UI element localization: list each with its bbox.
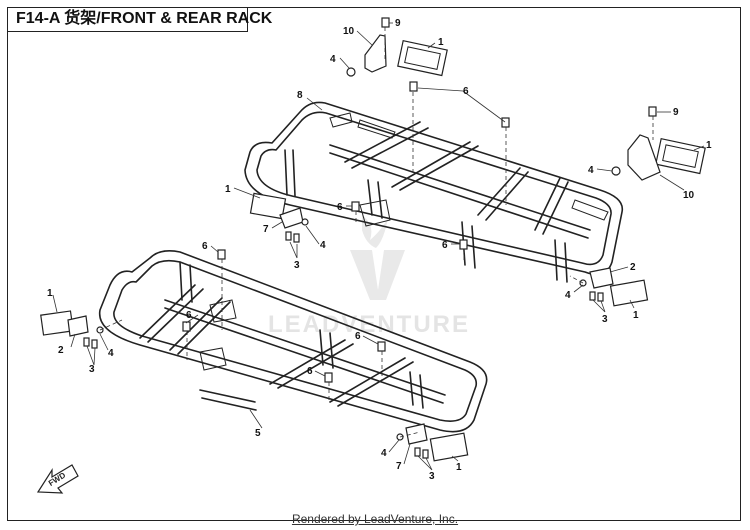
forward-arrow-icon: FWD (36, 464, 79, 494)
footer-credit: Rendered by LeadVenture, Inc. (0, 512, 750, 526)
bolt-icon (217, 249, 226, 260)
nut-icon (611, 166, 621, 176)
callout-1-reflector: 1 (438, 37, 444, 48)
callout-4-nut: 4 (381, 448, 387, 459)
callout-1-reflector: 1 (706, 140, 712, 151)
nut-icon (346, 67, 356, 77)
footer-link[interactable]: Rendered by LeadVenture, Inc. (291, 512, 459, 526)
callout-10-bracket: 10 (683, 190, 695, 201)
bolt-icon (324, 372, 333, 383)
callout-2-bracket: 2 (630, 262, 636, 273)
callout-4-nut: 4 (565, 290, 571, 301)
bolt-icon (501, 117, 510, 128)
callout-1-reflector: 1 (225, 184, 231, 195)
bracket-icon (364, 34, 387, 73)
callout-3-screw: 3 (294, 260, 300, 271)
callout-5-front-rack: 5 (255, 428, 261, 439)
callout-6-bolt: 6 (186, 310, 192, 321)
rear-rack (244, 101, 624, 283)
bolt-icon (377, 341, 386, 352)
bolt-icon (351, 201, 360, 212)
callout-6-bolt: 6 (337, 202, 343, 213)
callout-6-bolt: 6 (202, 241, 208, 252)
callout-4-nut: 4 (330, 54, 336, 65)
bracket-icon (627, 134, 661, 181)
callout-1-reflector: 1 (633, 310, 639, 321)
diagram-border (7, 7, 741, 521)
watermark-logo (350, 215, 405, 300)
callout-7-washer: 7 (396, 461, 402, 472)
bracket-icon (405, 423, 428, 445)
bracket-icon (67, 315, 89, 337)
bolt-icon (381, 17, 390, 28)
callout-9-bolt: 9 (395, 18, 401, 29)
callout-4-nut: 4 (320, 240, 326, 251)
reflector-icon (249, 192, 287, 220)
callout-3-screw: 3 (602, 314, 608, 325)
callout-6-bolt: 6 (463, 86, 469, 97)
bolt-icon (182, 321, 191, 332)
reflector-icon (609, 279, 649, 307)
reflector-icon (655, 137, 706, 175)
callout-6-bolt: 6 (355, 331, 361, 342)
callout-6-bolt: 6 (307, 366, 313, 377)
callout-9-bolt: 9 (673, 107, 679, 118)
bracket-icon (589, 267, 614, 289)
front-rack (98, 250, 488, 433)
bolt-icon (648, 106, 657, 117)
callout-10-bracket: 10 (343, 26, 355, 37)
callout-4-nut: 4 (588, 165, 594, 176)
callout-1-reflector: 1 (456, 462, 462, 473)
callout-4-nut: 4 (108, 348, 114, 359)
reflector-icon (429, 432, 469, 462)
callout-2-bracket: 2 (58, 345, 64, 356)
callout-3-screw: 3 (429, 471, 435, 482)
callout-7-washer: 7 (263, 224, 269, 235)
nut-icon (301, 218, 309, 226)
callout-6-bolt: 6 (442, 240, 448, 251)
callout-8-rear-rack: 8 (297, 90, 303, 101)
bolt-icon (459, 239, 468, 250)
bolt-icon (409, 81, 418, 92)
diagram-title: F14-A 货架/FRONT & REAR RACK (7, 7, 272, 32)
reflector-icon (397, 39, 448, 77)
callout-3-screw: 3 (89, 364, 95, 375)
callout-1-reflector: 1 (47, 288, 53, 299)
